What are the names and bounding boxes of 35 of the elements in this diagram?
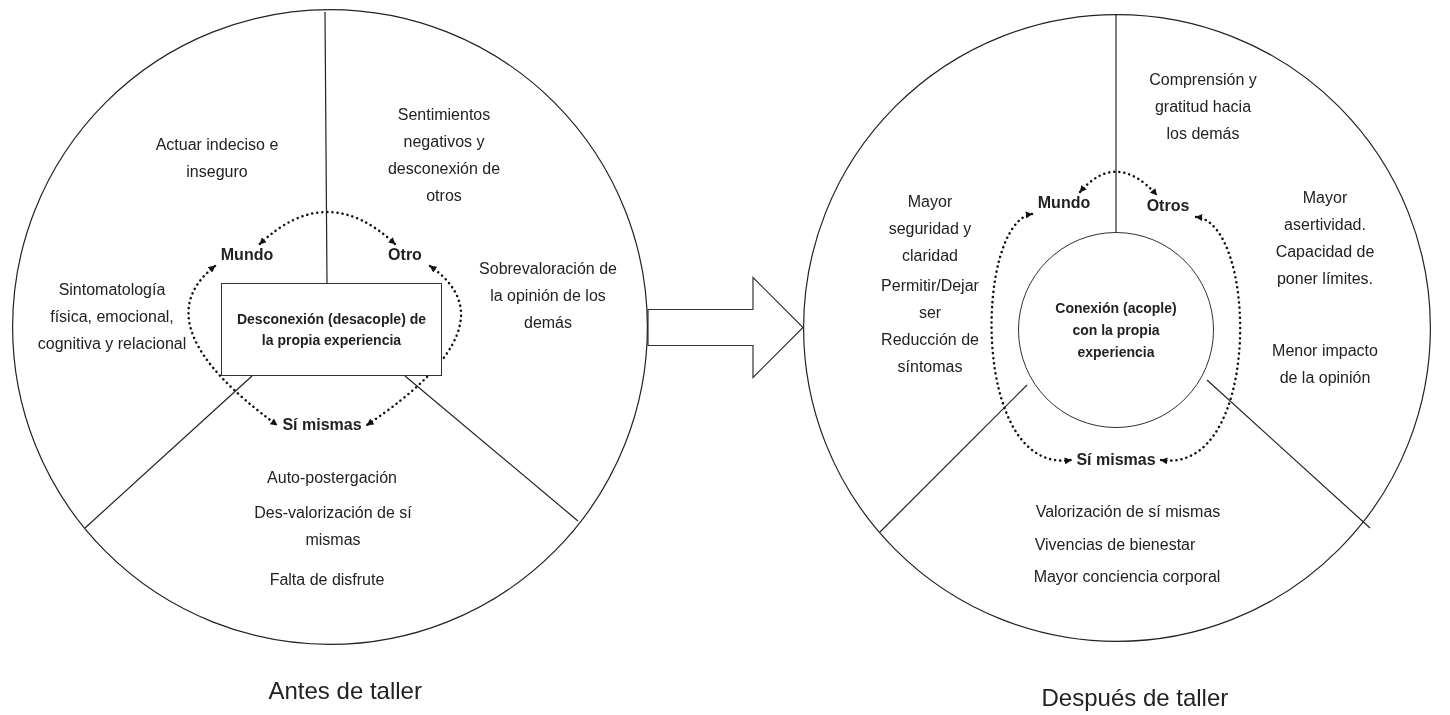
sector-heading: Mundo <box>1032 192 1096 214</box>
diagram-caption: Después de taller <box>1041 684 1229 712</box>
sector-note: Des-valorización de sí mismas <box>253 503 413 550</box>
sector-note: Sintomatología física, emocional, cognitiva y relacional <box>37 280 187 354</box>
block-arrow <box>647 276 804 379</box>
sector-heading: Sí mismas <box>277 414 367 436</box>
sector-heading: Mundo <box>215 244 279 266</box>
sector-note: Menor impacto de la opinión <box>1271 341 1379 388</box>
double-arrow <box>1159 215 1242 464</box>
sector-note: Reducción de síntomas <box>880 330 980 377</box>
sector-note: Comprensión y gratitud hacia los demás <box>1148 70 1258 144</box>
sector-heading: Otros <box>1140 195 1196 217</box>
sector-note: Sentimientos negativos y desconexión de otros <box>386 105 502 206</box>
double-arrow <box>187 264 279 427</box>
sector-note: Permitir/Dejar ser <box>880 276 980 323</box>
sector-note: Mayor conciencia corporal <box>1032 567 1222 587</box>
sector-heading: Otro <box>380 244 430 266</box>
sector-circle <box>803 14 1431 642</box>
sector-note: Mayor asertividad. Capacidad de poner límites. <box>1274 188 1376 289</box>
concept-circle: Conexión (acople) con la propia experiencia <box>1018 232 1214 428</box>
sector-circle <box>12 9 648 645</box>
double-arrow <box>990 212 1073 464</box>
sector-note: Vivencias de bienestar <box>1033 535 1197 555</box>
sector-note: Mayor seguridad y claridad <box>887 192 973 266</box>
sector-heading: Sí mismas <box>1071 449 1161 471</box>
concept-box: Desconexión (desacople) de la propia experiencia <box>221 283 442 376</box>
sector-note: Falta de disfrute <box>268 570 386 590</box>
sector-note: Actuar indeciso e inseguro <box>154 135 280 182</box>
double-arrow <box>365 264 463 427</box>
double-arrow <box>258 210 397 246</box>
sector-note: Auto-postergación <box>266 468 398 488</box>
double-arrow <box>1078 170 1159 197</box>
sector-note: Valorización de sí mismas <box>1034 502 1222 522</box>
sector-note: Sobrevaloración de la opinión de los demás <box>478 259 618 333</box>
diagram-caption: Antes de taller <box>268 677 422 705</box>
